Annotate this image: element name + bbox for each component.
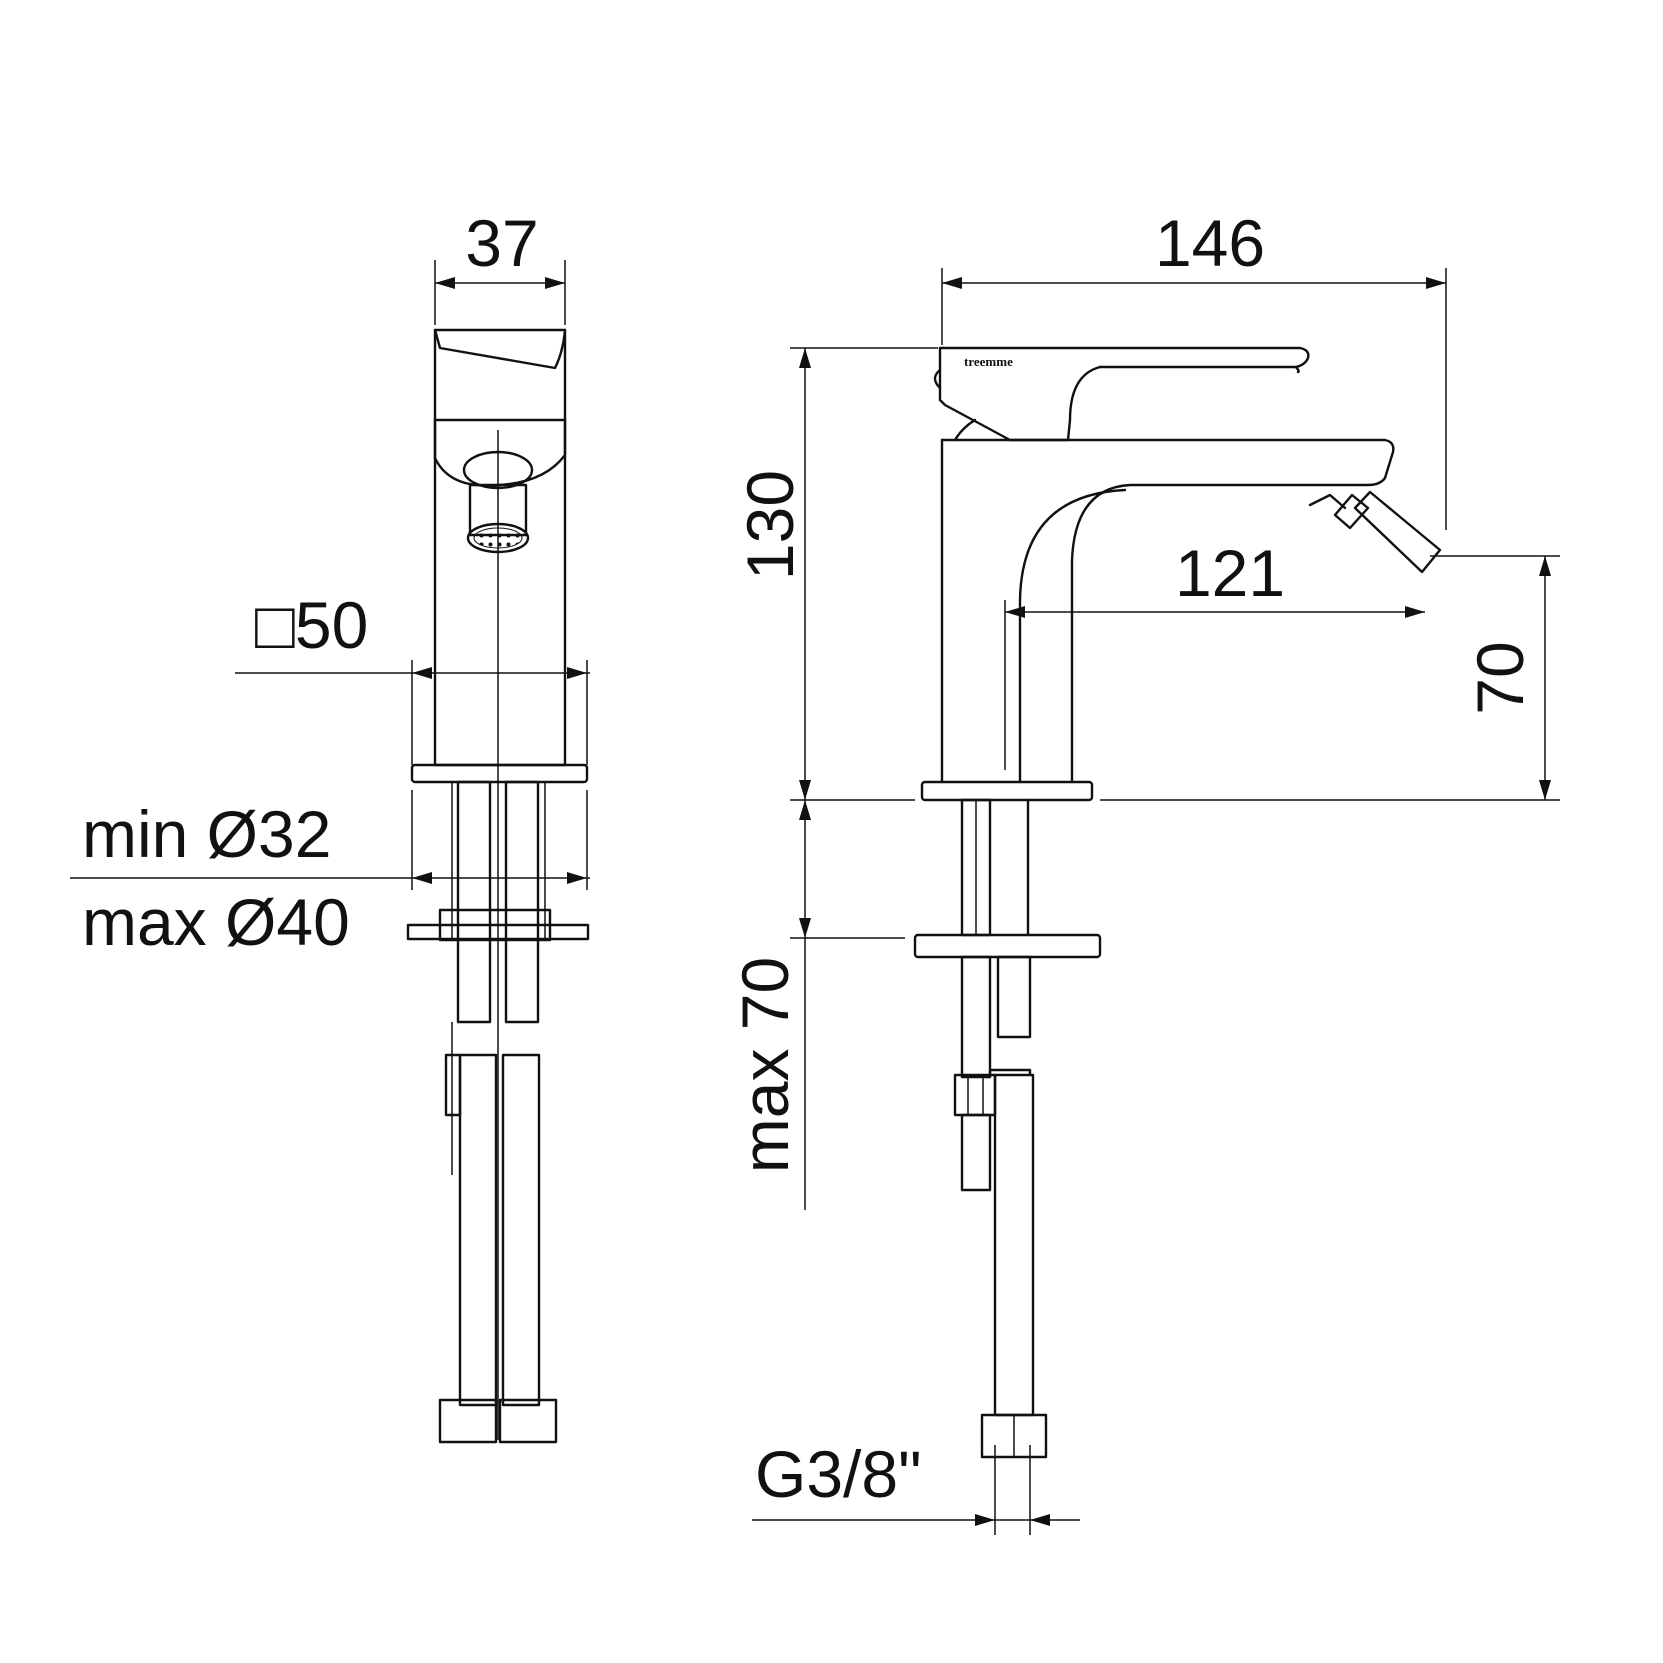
front-nut: [953, 1073, 997, 1117]
dim-side-width: 37: [465, 206, 538, 280]
front-fixing-plate: [913, 933, 1102, 959]
side-base-plate: [410, 763, 589, 784]
side-fixing-nut: [438, 908, 552, 942]
dim-total-height: 130: [733, 470, 807, 580]
front-handle-lever: [938, 346, 1310, 369]
dim-base-square: □50: [255, 588, 368, 662]
side-view: 37 □50 min Ø32 max Ø40: [70, 206, 590, 1444]
side-hose-left: [458, 1053, 498, 1407]
dim-spout-height: 70: [1463, 641, 1537, 714]
front-handle-neck: [938, 346, 1102, 442]
front-spout-body: [940, 438, 1395, 784]
dim-hole-max: max Ø40: [82, 885, 350, 959]
side-cartridge-box: [433, 328, 567, 422]
front-hose: [993, 1073, 1035, 1417]
dim-spout-reach: 121: [1175, 536, 1285, 610]
front-base-plate: [920, 780, 1094, 802]
side-rod-left: [456, 780, 492, 1024]
side-handle-lever: [433, 328, 567, 370]
dim-total-length: 146: [1155, 206, 1265, 280]
dim-deck-thickness: max 70: [728, 957, 802, 1173]
front-lower-rod: [960, 955, 992, 1079]
front-view: treemme 146: [728, 206, 1560, 1535]
dim-hole-min: min Ø32: [82, 797, 331, 871]
front-lower-stub: [960, 1113, 992, 1192]
dim-connection: G3/8": [755, 1437, 922, 1511]
front-bidet-nozzle: [1333, 490, 1442, 574]
side-hose-right: [501, 1053, 541, 1407]
side-fitting-left: [438, 1398, 498, 1444]
side-rod-right: [504, 780, 540, 1024]
side-fitting-right: [498, 1398, 558, 1444]
brand-mark: treemme: [964, 354, 1013, 369]
